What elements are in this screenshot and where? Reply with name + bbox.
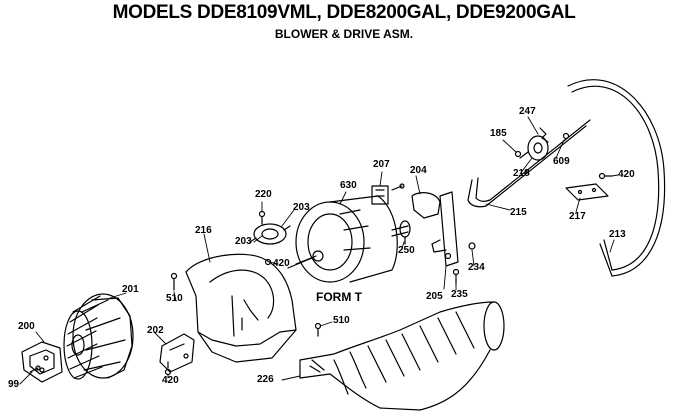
part-label-213: 213 <box>609 229 626 240</box>
part-label-510-right: 510 <box>333 315 350 326</box>
part-label-250: 250 <box>398 245 415 256</box>
part-label-609: 609 <box>553 156 570 167</box>
part-label-216: 216 <box>195 225 212 236</box>
screw-part-235 <box>452 268 460 285</box>
plate-part-217 <box>565 183 609 201</box>
switch-part-207 <box>371 183 405 205</box>
part-label-203-left: 203 <box>235 236 252 247</box>
part-label-207: 207 <box>373 159 390 170</box>
washer-part-609 <box>562 132 570 140</box>
bracket-part-202 <box>159 333 195 373</box>
screw-part-234 <box>468 242 476 250</box>
part-label-247: 247 <box>519 106 536 117</box>
screw-part-420-right <box>598 172 613 180</box>
leader-lines <box>19 116 619 385</box>
screw-part-510-right <box>314 322 322 337</box>
part-label-420-right: 420 <box>618 169 635 180</box>
part-label-630: 630 <box>340 180 357 191</box>
part-label-217: 217 <box>569 211 586 222</box>
screw-part-185 <box>514 150 522 158</box>
rear-drum-panel-part-213 <box>567 79 666 277</box>
part-label-99: 99 <box>8 379 20 390</box>
part-label-203-top: 203 <box>293 202 310 213</box>
motor-part-630 <box>287 195 409 283</box>
bracket-part-200 <box>21 341 63 383</box>
part-label-510-left: 510 <box>166 293 183 304</box>
blower-housing-part-216 <box>185 253 297 363</box>
part-label-220: 220 <box>255 189 272 200</box>
duct-part-226 <box>299 301 505 411</box>
part-label-205: 205 <box>426 291 443 302</box>
form-t-annotation: FORM T <box>316 290 362 304</box>
part-label-420-bottom: 420 <box>162 375 179 386</box>
pulley-part-250 <box>399 220 411 245</box>
idler-pulley-part-218 <box>519 135 549 161</box>
part-label-235: 235 <box>451 289 468 300</box>
part-label-218: 218 <box>513 168 530 179</box>
idler-bracket-part-205 <box>431 191 459 267</box>
part-label-202: 202 <box>147 325 164 336</box>
screw-part-220 <box>258 210 266 225</box>
part-label-420-middle: 420 <box>273 258 290 269</box>
screw-part-99 <box>29 365 41 373</box>
part-label-200: 200 <box>18 321 35 332</box>
screw-part-420-bottom <box>164 361 172 376</box>
part-label-204: 204 <box>410 165 427 176</box>
screw-part-510-left <box>170 272 178 291</box>
spring-part-247 <box>539 127 549 143</box>
part-label-201: 201 <box>122 284 139 295</box>
belt-part-215 <box>467 119 591 208</box>
part-label-185: 185 <box>490 128 507 139</box>
bracket-part-204 <box>411 192 441 219</box>
diagram-subtitle: BLOWER & DRIVE ASM. <box>274 27 414 41</box>
diagram-title: MODELS DDE8109VML, DDE8200GAL, DDE9200GA… <box>112 2 576 23</box>
motor-mount-part-203 <box>249 223 291 245</box>
part-label-234: 234 <box>468 262 485 273</box>
part-label-215: 215 <box>510 207 527 218</box>
blower-wheel-part-201 <box>63 293 134 380</box>
part-label-226: 226 <box>257 374 274 385</box>
